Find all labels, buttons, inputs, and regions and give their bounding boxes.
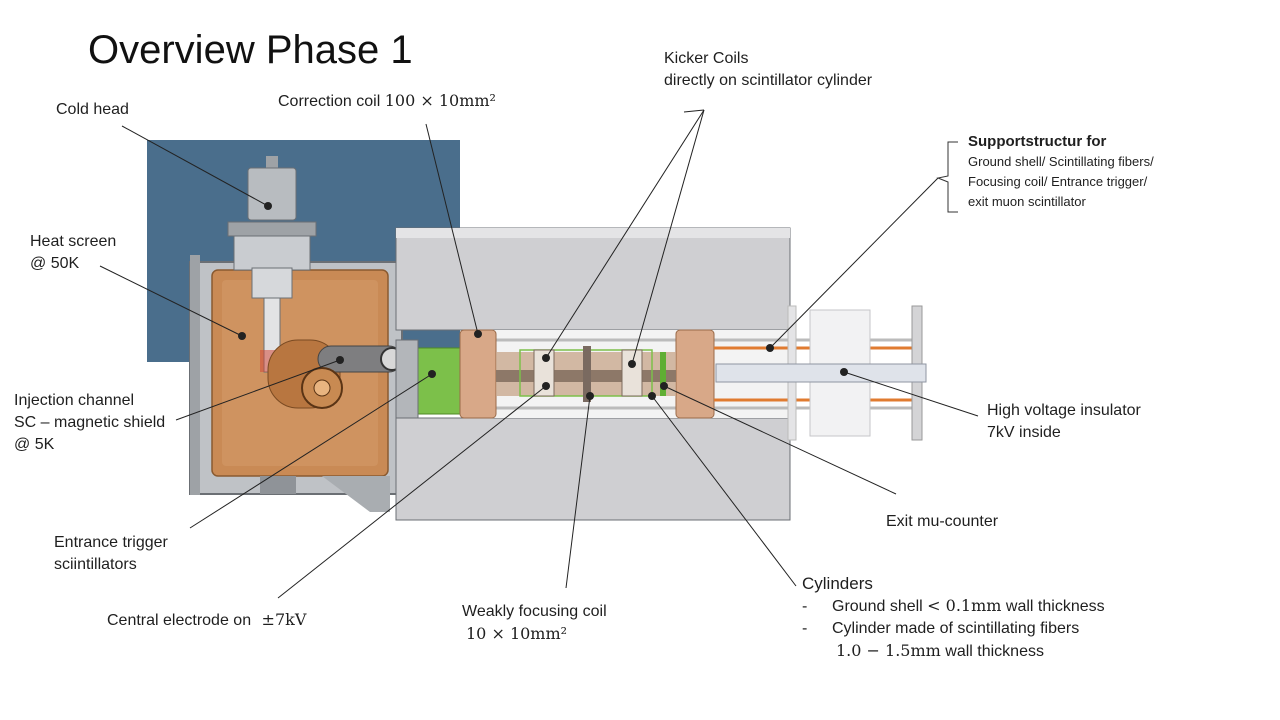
cylinders-title: Cylinders bbox=[802, 574, 873, 593]
label-exit-counter: Exit mu-counter bbox=[886, 513, 999, 530]
support-line-2: Focusing coil/ Entrance trigger/ bbox=[968, 174, 1148, 189]
label-hv-insulator: High voltage insulator 7kV inside bbox=[987, 400, 1141, 444]
entrance-line-2: sciintillators bbox=[54, 556, 137, 573]
leader-cold-head bbox=[121, 125, 269, 207]
dot-cold-head bbox=[264, 202, 272, 210]
leader-support bbox=[769, 177, 939, 349]
hv-insulator bbox=[715, 363, 927, 383]
leader-lines bbox=[99, 109, 979, 599]
weak-math: 10 × 10mm² bbox=[466, 624, 568, 643]
dot-kicker-left bbox=[542, 354, 550, 362]
heat-screen-line-1: Heat screen bbox=[30, 233, 117, 250]
leader-heat-screen bbox=[99, 265, 243, 337]
leader-injection bbox=[175, 359, 341, 421]
hv-line-1: High voltage insulator bbox=[987, 402, 1141, 419]
heat-screen-line-2: @ 50K bbox=[30, 255, 80, 272]
dot-hv bbox=[840, 368, 848, 376]
leader-entrance bbox=[189, 373, 433, 529]
cyl-dash-1: - bbox=[802, 598, 808, 615]
central-math: ±7kV bbox=[261, 610, 307, 629]
leader-kicker-right bbox=[631, 109, 705, 365]
support-wedge bbox=[322, 476, 390, 512]
injection-line-3: @ 5K bbox=[14, 436, 55, 453]
yoke-bottom bbox=[395, 417, 791, 521]
support-line-1: Ground shell/ Scintillating fibers/ bbox=[968, 154, 1154, 169]
dot-support bbox=[766, 344, 774, 352]
central-electrode-block bbox=[415, 347, 463, 415]
injection-flange-hole bbox=[313, 379, 331, 397]
dot-kicker-right bbox=[628, 360, 636, 368]
cyl-dash-2: - bbox=[802, 620, 808, 637]
leader-exit-counter bbox=[663, 385, 897, 495]
support-line-3: exit muon scintillator bbox=[968, 194, 1086, 209]
dot-weak bbox=[586, 392, 594, 400]
label-entrance-trigger: Entrance trigger sciintillators bbox=[54, 532, 168, 576]
cold-head-flange bbox=[227, 221, 317, 237]
cyl-3-rest: wall thickness bbox=[945, 643, 1044, 660]
cold-head-body bbox=[247, 167, 297, 221]
entrance-line-1: Entrance trigger bbox=[54, 534, 168, 551]
injection-line-2: SC – magnetic shield bbox=[14, 414, 166, 431]
label-injection-channel: Injection channel SC – magnetic shield @… bbox=[14, 390, 165, 456]
central-text: Central electrode on bbox=[107, 612, 252, 629]
correction-coil-math: 100 × 10mm² bbox=[384, 91, 496, 110]
cyl-line-3: 1.0 − 1.5mm wall thickness bbox=[802, 640, 1105, 663]
label-kicker-coils: Kicker Coils directly on scintillator cy… bbox=[664, 48, 872, 92]
bottom-flange bbox=[260, 476, 296, 494]
label-central-electrode: Central electrode on ±7kV bbox=[107, 609, 306, 632]
hv-line-2: 7kV inside bbox=[987, 424, 1061, 441]
label-weak-focus-coil: Weakly focusing coil 10 × 10mm² bbox=[462, 601, 607, 645]
leader-central bbox=[277, 385, 547, 599]
yoke-top-shadow bbox=[396, 228, 790, 238]
dot-cylinders bbox=[648, 392, 656, 400]
page-title: Overview Phase 1 bbox=[88, 28, 413, 72]
cyl-1-rest: wall thickness bbox=[1005, 598, 1105, 615]
cold-head-neck bbox=[233, 235, 311, 271]
yoke-top bbox=[395, 227, 791, 331]
heat-screen-left-plate bbox=[190, 255, 200, 495]
dot-injection bbox=[336, 356, 344, 364]
kicker-line-1: Kicker Coils bbox=[664, 50, 749, 67]
dot-central bbox=[542, 382, 550, 390]
leader-correction-coil bbox=[425, 123, 479, 335]
correction-coil bbox=[459, 329, 497, 419]
cyl-1-text: Ground shell bbox=[832, 598, 923, 615]
dot-correction-coil bbox=[474, 330, 482, 338]
cyl-1-math: < 0.1mm bbox=[927, 596, 1002, 615]
dot-exit-counter bbox=[660, 382, 668, 390]
exit-counter bbox=[660, 352, 666, 396]
support-bracket bbox=[936, 141, 958, 213]
right-copper-coil bbox=[675, 329, 715, 419]
kicker-line-2: directly on scintillator cylinder bbox=[664, 72, 873, 89]
dot-entrance bbox=[428, 370, 436, 378]
leader-cylinders bbox=[651, 395, 797, 587]
leader-kicker-fan bbox=[683, 109, 705, 113]
leader-weak bbox=[565, 395, 591, 589]
weak-focus-coil bbox=[583, 346, 591, 402]
support-title: Supportstructur for bbox=[968, 133, 1107, 150]
cyl-3-math: 1.0 − 1.5mm bbox=[836, 641, 941, 660]
injection-line-1: Injection channel bbox=[14, 392, 135, 409]
leader-hv bbox=[843, 371, 979, 417]
label-cold-head: Cold head bbox=[56, 101, 129, 118]
kicker-coil-right bbox=[621, 349, 643, 397]
leader-dots bbox=[238, 202, 848, 400]
label-heat-screen: Heat screen @ 50K bbox=[30, 231, 116, 275]
cyl-2-text: Cylinder made of scintillating fibers bbox=[832, 620, 1080, 637]
cold-head-stem bbox=[251, 267, 293, 299]
correction-coil-text: Correction coil bbox=[278, 93, 381, 110]
label-cylinders: Cylinders - Ground shell < 0.1mm wall thi… bbox=[802, 573, 1105, 663]
central-electrode-bracket bbox=[395, 339, 419, 421]
weak-line-1: Weakly focusing coil bbox=[462, 603, 607, 620]
cold-head-top bbox=[266, 156, 278, 168]
cyl-line-1: - Ground shell < 0.1mm wall thickness bbox=[802, 595, 1105, 618]
cyl-line-2: - Cylinder made of scintillating fibers bbox=[802, 618, 1105, 640]
leader-kicker-left bbox=[545, 109, 705, 359]
dot-heat-screen bbox=[238, 332, 246, 340]
label-correction-coil: Correction coil 100 × 10mm² bbox=[278, 90, 496, 113]
label-support-structure: Supportstructur for Ground shell/ Scinti… bbox=[968, 132, 1154, 212]
